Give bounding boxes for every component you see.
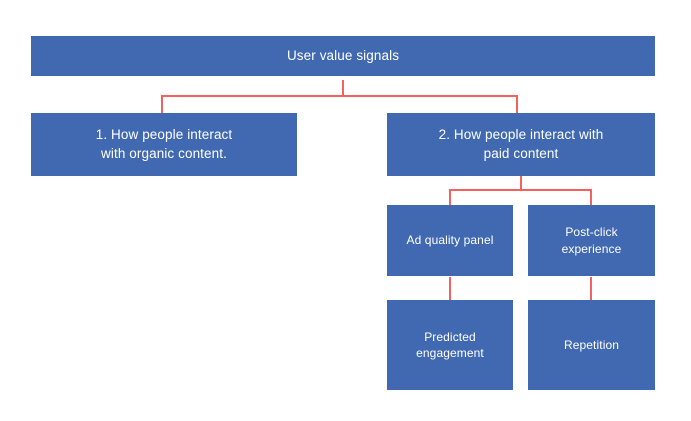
connector-paid-crossbar: [449, 189, 592, 191]
node-ad-quality-panel[interactable]: Ad quality panel: [387, 205, 513, 276]
connector-paid-to-ad-quality: [449, 189, 451, 206]
connector-root-to-organic: [161, 95, 163, 114]
node-post-click-experience[interactable]: Post-click experience: [528, 205, 655, 276]
node-label: User value signals: [286, 47, 400, 63]
node-label: Predicted engagement: [416, 329, 484, 360]
node-label: Ad quality panel: [406, 233, 494, 248]
node-repetition[interactable]: Repetition: [528, 300, 655, 390]
node-label: 2. How people interact with paid content: [438, 127, 604, 161]
connector-post-click-to-repetition: [590, 277, 592, 300]
node-predicted-engagement[interactable]: Predicted engagement: [387, 300, 513, 390]
connector-ad-quality-to-predicted: [449, 277, 451, 300]
connector-root-to-paid: [516, 95, 518, 114]
connector-root-crossbar: [161, 95, 518, 97]
node-label: Repetition: [563, 337, 620, 352]
connector-paid-to-post-click: [590, 189, 592, 206]
node-label: Post-click experience: [561, 225, 622, 256]
connector-root-stem: [342, 80, 344, 97]
node-label: 1. How people interact with organic cont…: [95, 127, 233, 161]
connector-paid-stem: [520, 176, 522, 191]
node-paid-content[interactable]: 2. How people interact with paid content: [387, 113, 655, 176]
node-user-value-signals[interactable]: User value signals: [31, 36, 655, 76]
node-organic-content[interactable]: 1. How people interact with organic cont…: [31, 113, 297, 176]
